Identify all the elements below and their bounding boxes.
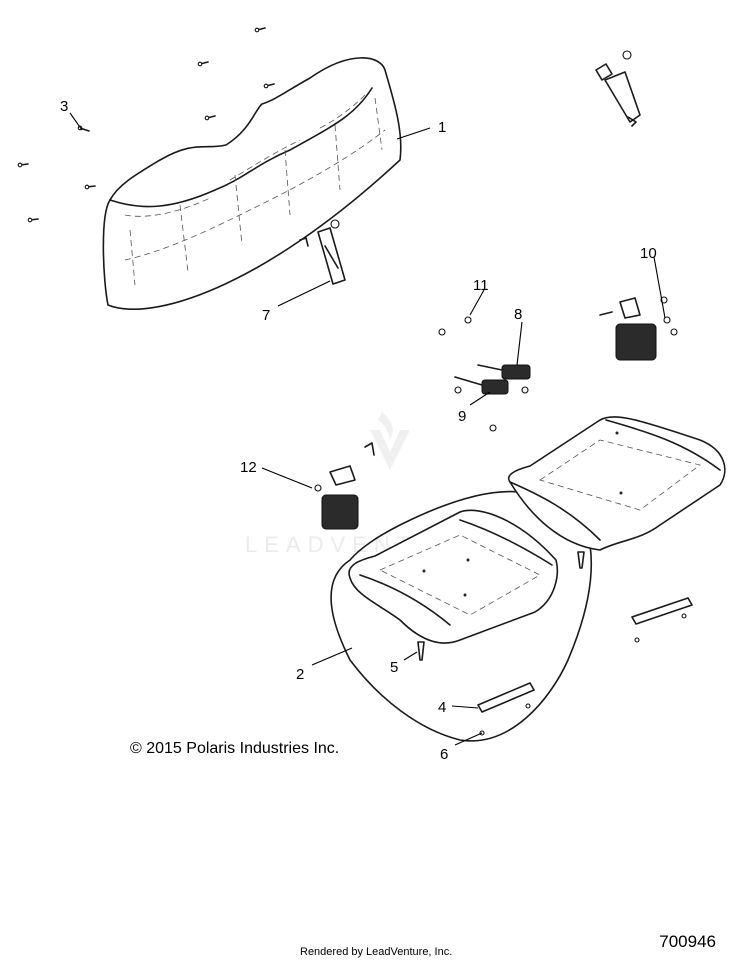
callout-11: 11 <box>473 277 489 294</box>
callout-7: 7 <box>262 307 270 324</box>
buckle-assemblies <box>438 316 531 432</box>
seat-bottom-right <box>508 416 726 551</box>
rendered-by-footer: Rendered by LeadVenture, Inc. <box>300 946 453 958</box>
mounting-rails <box>477 597 693 736</box>
push-pins <box>417 551 585 661</box>
callout-4: 4 <box>438 699 446 716</box>
callout-1: 1 <box>438 119 446 136</box>
seat-assembly-outline <box>330 490 593 742</box>
leader-lines <box>69 112 666 746</box>
seat-bottom-left <box>348 509 559 644</box>
seat-back <box>102 57 402 310</box>
seat-back-screws <box>17 27 275 223</box>
upper-belt-anchor <box>595 50 641 127</box>
callout-labels: 1 2 3 4 5 6 7 8 9 10 11 12 <box>60 98 657 763</box>
callout-6: 6 <box>440 746 448 763</box>
callout-2: 2 <box>296 666 304 683</box>
diagram-number: 700946 <box>659 932 716 951</box>
callout-12: 12 <box>240 459 257 476</box>
buckle-strap <box>299 219 346 285</box>
callout-10: 10 <box>640 245 657 262</box>
callout-8: 8 <box>514 306 522 323</box>
left-bracket <box>314 442 375 530</box>
upper-right-bracket <box>599 296 678 361</box>
callout-9: 9 <box>458 408 466 425</box>
copyright-notice: © 2015 Polaris Industries Inc. <box>130 740 340 757</box>
callout-5: 5 <box>390 659 398 676</box>
callout-3: 3 <box>60 98 68 115</box>
